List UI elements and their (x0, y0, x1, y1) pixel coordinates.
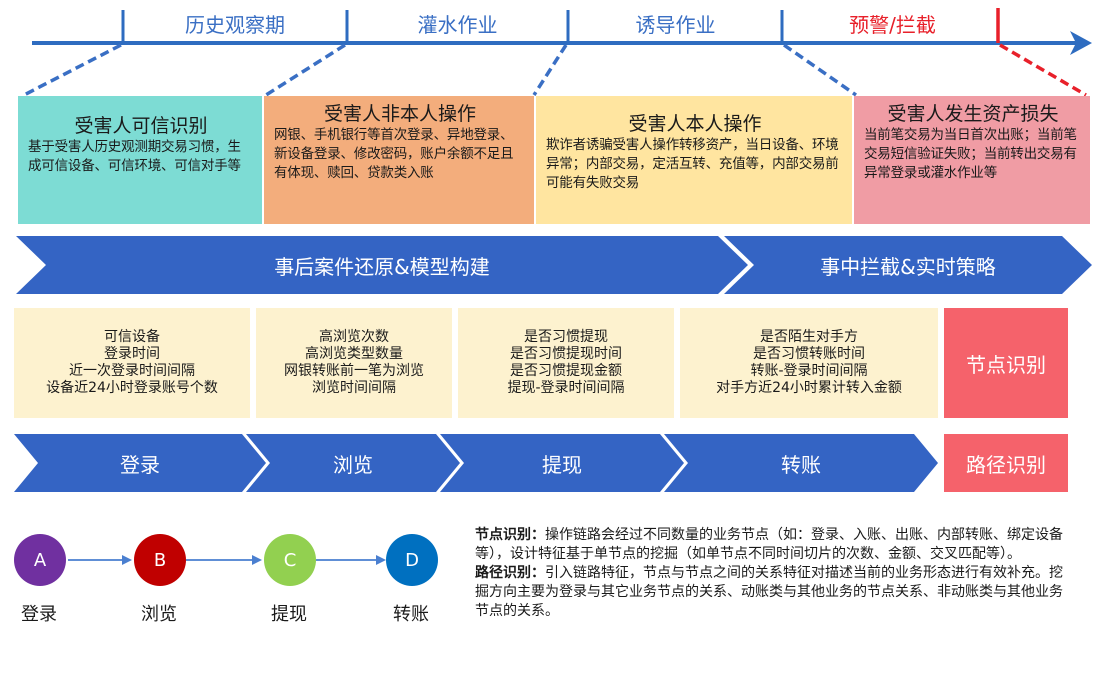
path-recognition-box: 路径识别 (944, 434, 1068, 492)
step-label-login: 登录 (120, 452, 160, 477)
connector-3 (532, 44, 568, 96)
feature-line: 可信设备 (104, 329, 160, 345)
connector-alert (999, 43, 1087, 97)
feature-box-transfer: 是否陌生对手方 是否习惯转账时间 转账-登录时间间隔 对手方近24小时累计转入金… (680, 308, 938, 418)
arrowhead-a-b (122, 555, 132, 565)
stage-title: 受害人发生资产损失 (887, 103, 1059, 125)
banner-chevron-left (16, 236, 748, 294)
timeline (23, 8, 1092, 97)
stage-title: 受害人非本人操作 (323, 103, 476, 125)
banner-chevron-right (724, 236, 1092, 294)
feature-line: 提现-登录时间间隔 (507, 380, 625, 396)
timeline-arrowhead (1070, 31, 1092, 55)
feature-line: 网银转账前一笔为浏览 (284, 363, 424, 379)
phase-label-alert: 预警/拦截 (849, 13, 936, 37)
step-chevron-login (14, 434, 266, 492)
banner-left-label: 事后案件还原&模型构建 (274, 254, 490, 279)
node-recognition-box: 节点识别 (944, 308, 1068, 418)
feature-line: 对手方近24小时累计转入金额 (716, 380, 902, 396)
stage-title: 受害人可信识别 (74, 115, 208, 137)
step-label-transfer: 转账 (781, 452, 821, 477)
step-label-browse: 浏览 (333, 452, 373, 477)
stage-desc: 网银、手机银行等首次登录、异地登录、新设备登录、修改密码，账户余额不足且有体现、… (274, 127, 514, 181)
feature-line: 是否习惯提现 (524, 329, 608, 345)
step-chevrons (14, 434, 938, 492)
step-chevron-transfer (664, 434, 938, 492)
note-path-recognition: 路径识别：引入链路特征，节点与节点之间的关系特征对描述当前的业务形态进行有效补充… (475, 564, 1075, 621)
node-b: B (134, 534, 186, 586)
node-chain-arrows (68, 555, 386, 565)
phase-label-irrigation: 灌水作业 (417, 13, 498, 37)
feature-line: 是否习惯提现金额 (510, 363, 622, 379)
feature-line: 是否习惯提现时间 (510, 346, 622, 362)
note-node-text: 操作链路会经过不同数量的业务节点（如：登录、入账、出账、内部转账、绑定设备等），… (475, 527, 1063, 562)
connector-2 (265, 43, 346, 97)
note-path-text: 引入链路特征，节点与节点之间的关系特征对描述当前的业务形态进行有效补充。挖掘方向… (475, 565, 1063, 619)
stage-desc: 当前笔交易为当日首次出账；当前笔交易短信验证失败；当前转出交易有异常登录或灌水作… (864, 127, 1077, 181)
note-path-title: 路径识别： (475, 565, 545, 581)
step-chevron-browse (246, 434, 460, 492)
feature-box-login: 可信设备 登录时间 近一次登录时间间隔 设备近24小时登录账号个数 (14, 308, 250, 418)
stage-self-operation: 受害人本人操作 欺诈者诱骗受害人操作转移资产，当日设备、环境异常；内部交易，定活… (536, 96, 852, 224)
feature-line: 是否习惯转账时间 (753, 346, 865, 362)
arrowhead-b-c (252, 555, 262, 565)
node-c-label: 提现 (271, 604, 307, 625)
phase-label-observation: 历史观察期 (185, 13, 285, 37)
node-d-label: 转账 (393, 604, 429, 625)
step-chevron-withdraw (440, 434, 684, 492)
step-label-withdraw: 提现 (542, 452, 582, 477)
stage-desc: 欺诈者诱骗受害人操作转移资产，当日设备、环境异常；内部交易，定活互转、充值等，内… (546, 137, 839, 191)
node-d: D (386, 534, 438, 586)
feature-line: 高浏览类型数量 (305, 346, 403, 362)
arrowhead-c-d (376, 555, 386, 565)
feature-line: 转账-登录时间间隔 (750, 363, 868, 379)
connector-4 (783, 43, 857, 97)
phase-label-induction: 诱导作业 (635, 13, 716, 37)
node-b-label: 浏览 (141, 604, 177, 625)
feature-line: 登录时间 (104, 346, 160, 362)
banner-right-label: 事中拦截&实时策略 (820, 254, 996, 279)
feature-line: 近一次登录时间间隔 (69, 363, 195, 379)
note-node-title: 节点识别： (475, 527, 545, 543)
notes-panel: 节点识别：操作链路会经过不同数量的业务节点（如：登录、入账、出账、内部转账、绑定… (475, 526, 1075, 621)
feature-line: 浏览时间间隔 (312, 380, 396, 396)
connector-1 (23, 43, 122, 97)
stage-asset-loss: 受害人发生资产损失 当前笔交易为当日首次出账；当前笔交易短信验证失败；当前转出交… (854, 96, 1090, 224)
feature-line: 设备近24小时登录账号个数 (46, 380, 218, 396)
feature-line: 高浏览次数 (319, 329, 389, 345)
note-node-recognition: 节点识别：操作链路会经过不同数量的业务节点（如：登录、入账、出账、内部转账、绑定… (475, 526, 1075, 564)
feature-box-withdraw: 是否习惯提现 是否习惯提现时间 是否习惯提现金额 提现-登录时间间隔 (458, 308, 674, 418)
banner-chevrons (16, 236, 1092, 294)
stage-desc: 基于受害人历史观测期交易习惯，生成可信设备、可信环境、可信对手等 (28, 139, 241, 174)
stage-title: 受害人本人操作 (628, 113, 762, 135)
node-a: A (14, 534, 66, 586)
stage-non-self-operation: 受害人非本人操作 网银、手机银行等首次登录、异地登录、新设备登录、修改密码，账户… (264, 96, 534, 224)
stage-trusted-identification: 受害人可信识别 基于受害人历史观测期交易习惯，生成可信设备、可信环境、可信对手等 (18, 96, 262, 224)
feature-box-browse: 高浏览次数 高浏览类型数量 网银转账前一笔为浏览 浏览时间间隔 (256, 308, 452, 418)
node-a-label: 登录 (21, 604, 57, 625)
feature-line: 是否陌生对手方 (760, 329, 858, 345)
node-c: C (264, 534, 316, 586)
